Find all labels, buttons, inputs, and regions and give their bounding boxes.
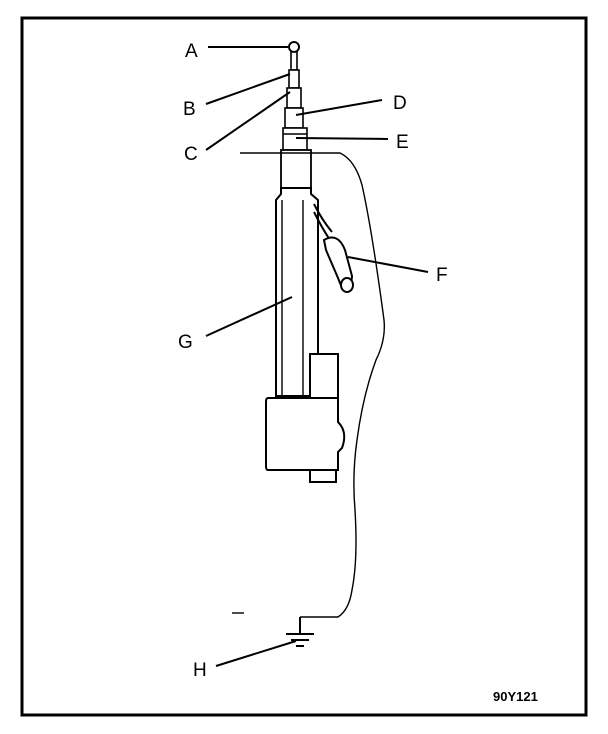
label-g: G bbox=[178, 332, 193, 353]
leader-e bbox=[295, 137, 389, 140]
leader-h bbox=[215, 640, 297, 667]
ground bbox=[286, 617, 314, 647]
label-b: B bbox=[183, 99, 196, 120]
leader-g bbox=[205, 296, 293, 337]
diagram-frame bbox=[20, 16, 588, 717]
mast-collar bbox=[280, 149, 312, 189]
leader-lines bbox=[205, 46, 429, 667]
mast-section-2 bbox=[288, 69, 300, 89]
label-d: D bbox=[393, 93, 407, 114]
label-h: H bbox=[193, 660, 207, 681]
mast-tip-ball bbox=[288, 41, 300, 53]
mast-section-3 bbox=[286, 87, 302, 109]
leader-b bbox=[205, 73, 291, 105]
leader-f bbox=[347, 256, 429, 273]
label-e: E bbox=[396, 132, 409, 153]
label-a: A bbox=[185, 41, 198, 62]
figure-code: 90Y121 bbox=[493, 689, 538, 704]
label-f: F bbox=[436, 265, 448, 286]
leader-d bbox=[295, 99, 383, 116]
label-c: C bbox=[184, 144, 198, 165]
mast-section-4 bbox=[284, 107, 304, 129]
cable-connector bbox=[313, 203, 354, 293]
mast-section-1 bbox=[290, 51, 298, 71]
leader-c bbox=[205, 91, 291, 151]
fender-outline bbox=[240, 152, 386, 618]
motor-housing bbox=[265, 353, 346, 483]
